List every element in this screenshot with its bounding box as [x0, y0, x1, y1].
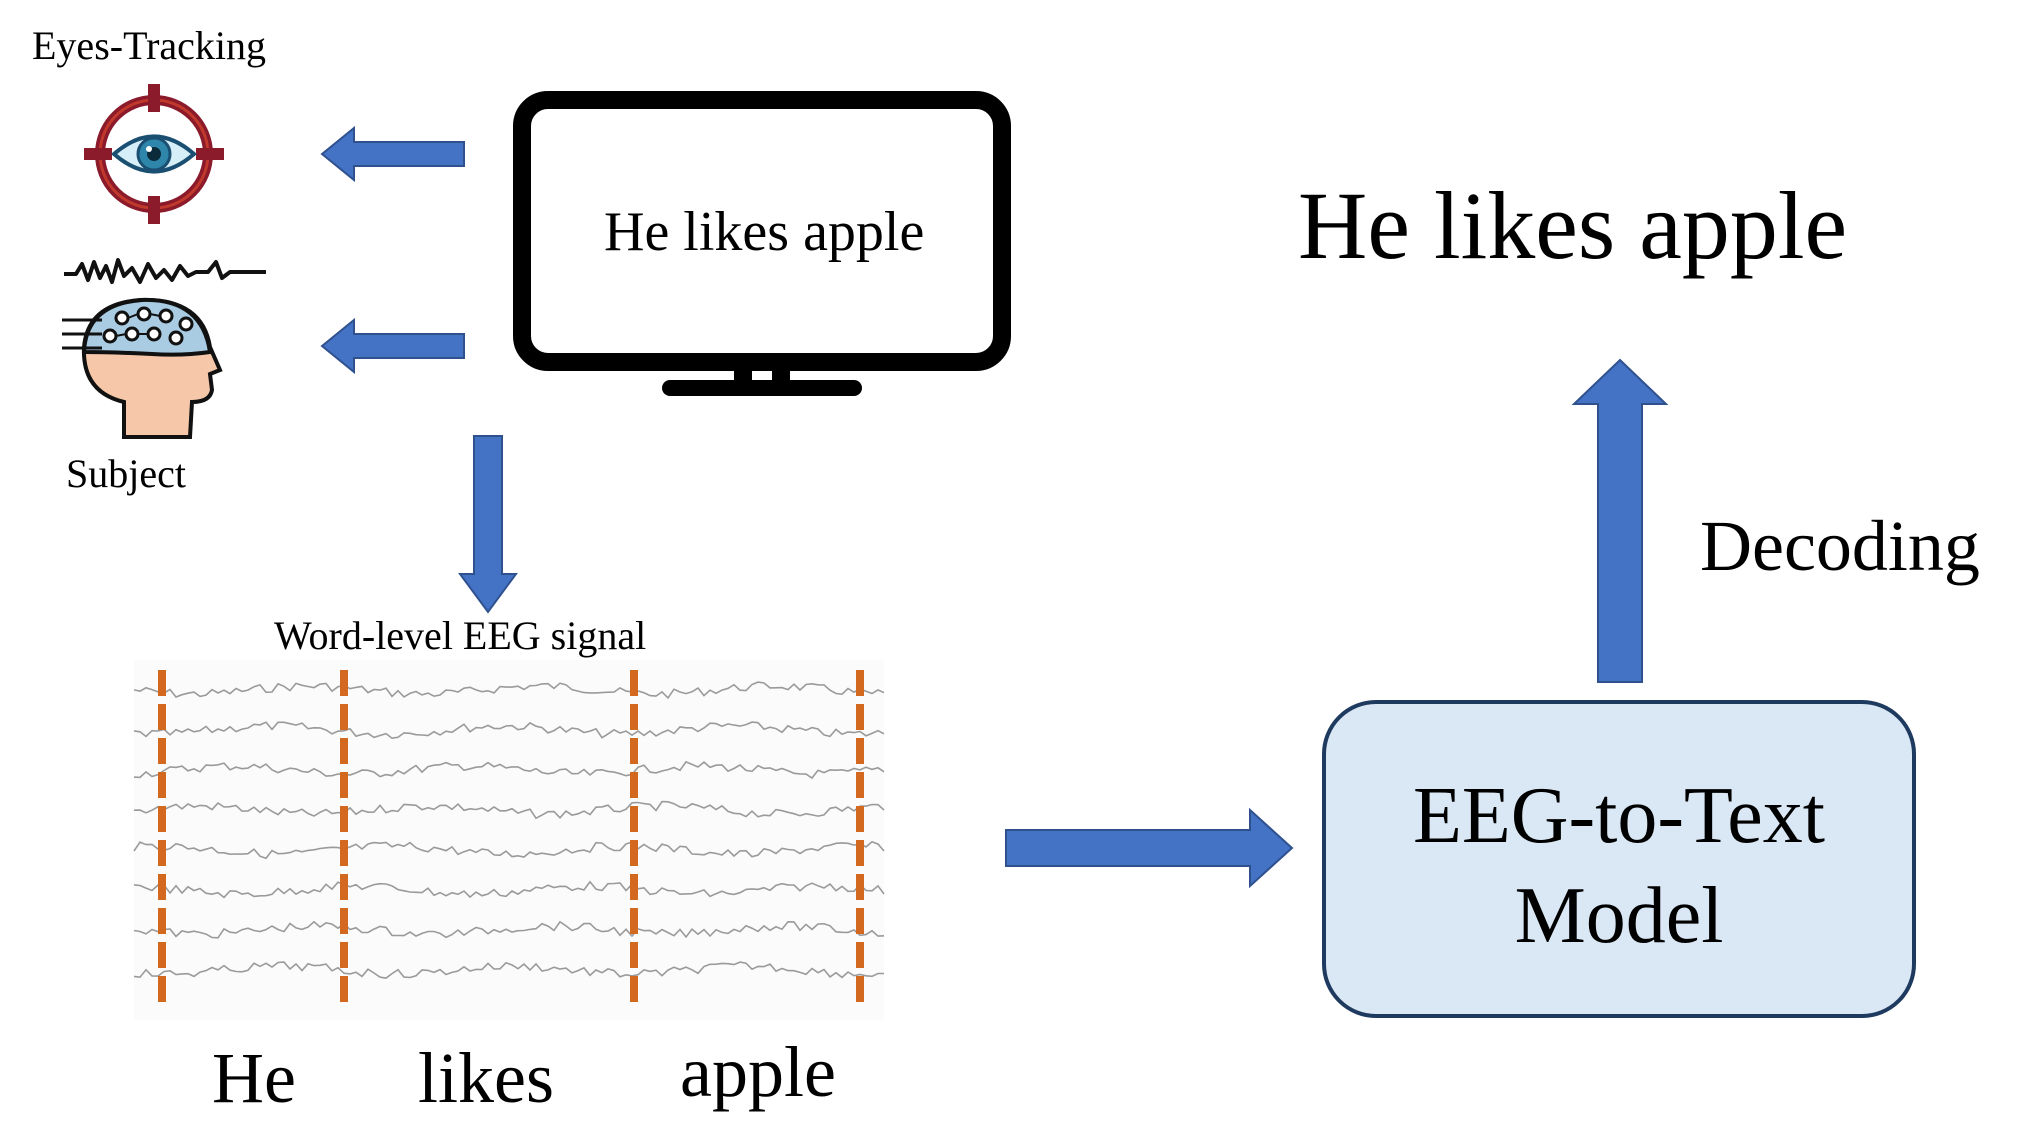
- eeg-trace-2: [133, 721, 885, 740]
- model-label-line-2: Model: [1514, 872, 1724, 960]
- arrow-to-subject: [320, 317, 465, 375]
- word-label-apple: apple: [680, 1032, 836, 1112]
- eeg-signal-label: Word-level EEG signal: [274, 613, 647, 658]
- eeg-signal-plot: [133, 660, 885, 1020]
- word-label-he: He: [212, 1038, 296, 1118]
- eeg-trace-8: [133, 961, 884, 979]
- arrow-to-eye-tracker: [320, 125, 465, 183]
- eeg-trace-1: [133, 681, 885, 700]
- monitor-icon: [513, 91, 1011, 396]
- eye-target-icon: [84, 84, 224, 224]
- word-label-likes: likes: [418, 1038, 554, 1118]
- eeg-trace-3: [133, 760, 885, 780]
- subject-label: Subject: [66, 451, 186, 496]
- eeg-head-icon: [62, 258, 266, 439]
- eeg-trace-7: [133, 920, 885, 939]
- arrow-to-eeg-signal: [458, 435, 518, 614]
- arrow-to-model: [1005, 807, 1294, 889]
- decoding-label: Decoding: [1700, 506, 1980, 586]
- eeg-to-text-model-box: [1322, 700, 1916, 1018]
- eyes-tracking-label: Eyes-Tracking: [32, 23, 267, 68]
- monitor-sentence: He likes apple: [604, 201, 925, 263]
- output-sentence: He likes apple: [1298, 172, 1848, 279]
- model-label-line-1: EEG-to-Text: [1412, 772, 1826, 860]
- eeg-trace-4: [133, 800, 885, 820]
- eeg-trace-5: [133, 840, 885, 860]
- eeg-trace-6: [133, 880, 885, 899]
- decoding-arrow: [1571, 358, 1669, 683]
